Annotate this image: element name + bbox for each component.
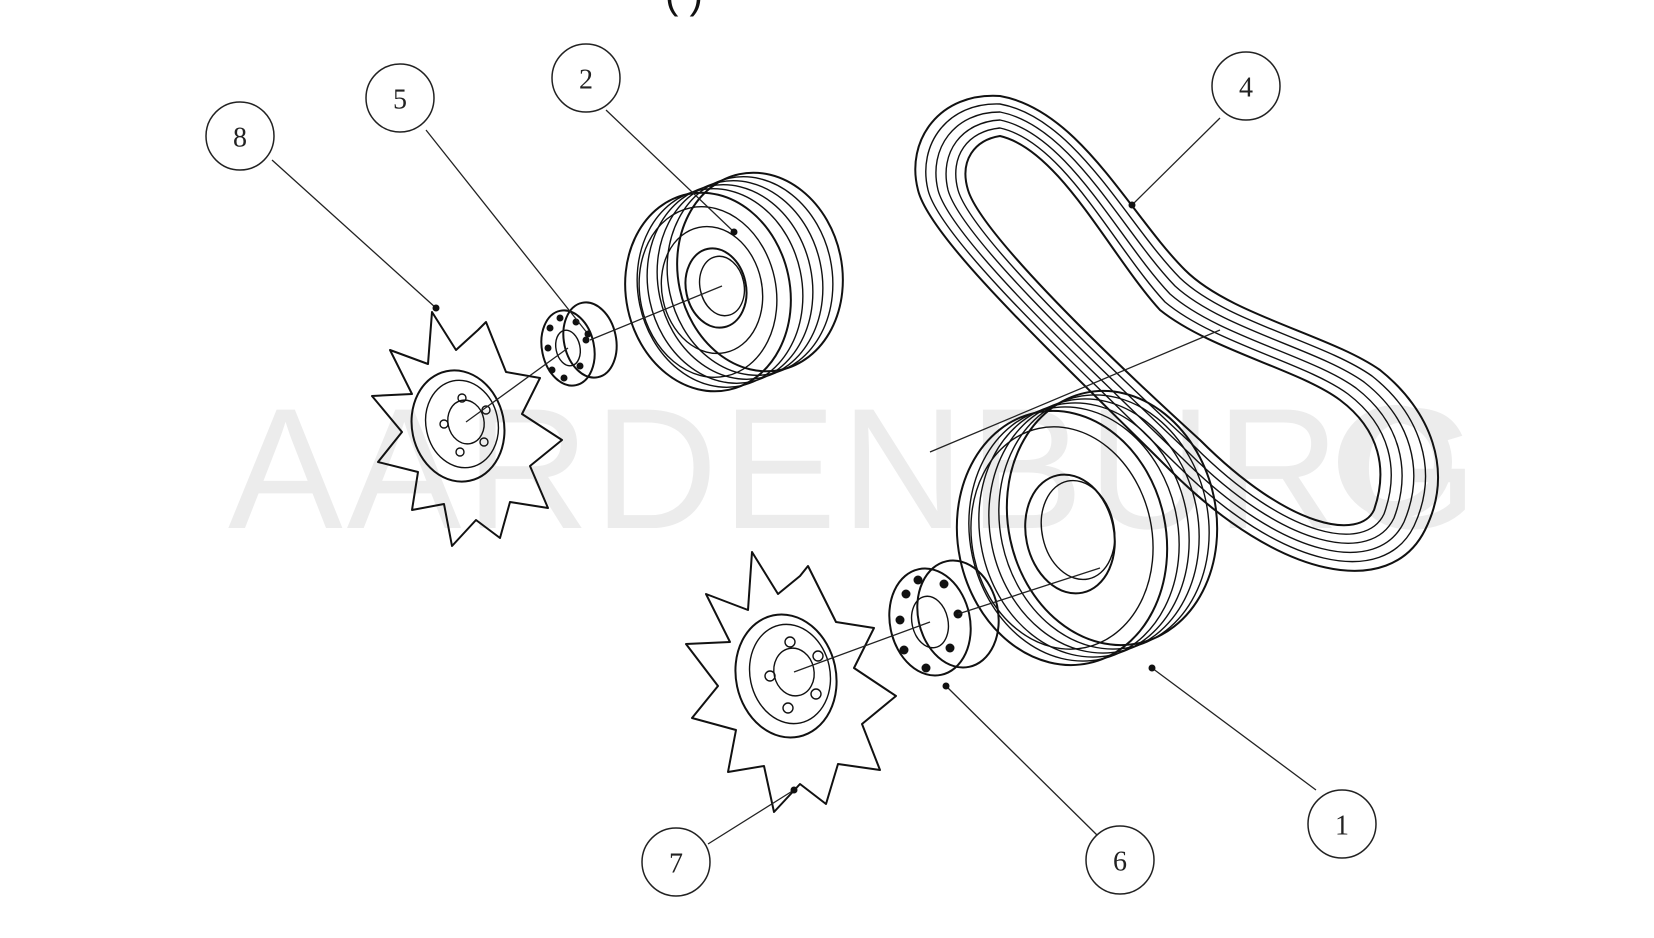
callout-label-4: 4 <box>1239 73 1253 104</box>
fan-upper <box>371 311 563 547</box>
callout-label-8: 7 <box>669 849 683 880</box>
callout-2: 2 <box>551 43 621 113</box>
callout-label-7: 8 <box>233 123 247 154</box>
callout-7: 8 <box>205 101 275 171</box>
drive-pulley <box>955 389 1219 667</box>
taper-bushing-large <box>888 559 1000 677</box>
axis-center-lines <box>465 285 1221 673</box>
callout-5: 5 <box>365 63 435 133</box>
callout-4: 4 <box>1211 51 1281 121</box>
callout-leaders <box>271 109 1317 845</box>
taper-bushing-small <box>540 301 618 387</box>
v-belt <box>914 94 1439 572</box>
callout-label-2: 2 <box>579 65 593 96</box>
watermark-text: AARDENBURG <box>228 373 1482 565</box>
callout-label-1: 1 <box>1335 811 1349 842</box>
callout-label-5: 5 <box>393 85 407 116</box>
callout-1: 1 <box>1307 789 1377 859</box>
callout-8: 7 <box>641 827 711 897</box>
fan-lower <box>685 551 897 813</box>
callout-label-6: 6 <box>1113 847 1127 878</box>
header-partial-text: ( ) <box>665 0 703 17</box>
callout-6: 6 <box>1085 825 1155 895</box>
driven-pulley <box>624 171 844 393</box>
